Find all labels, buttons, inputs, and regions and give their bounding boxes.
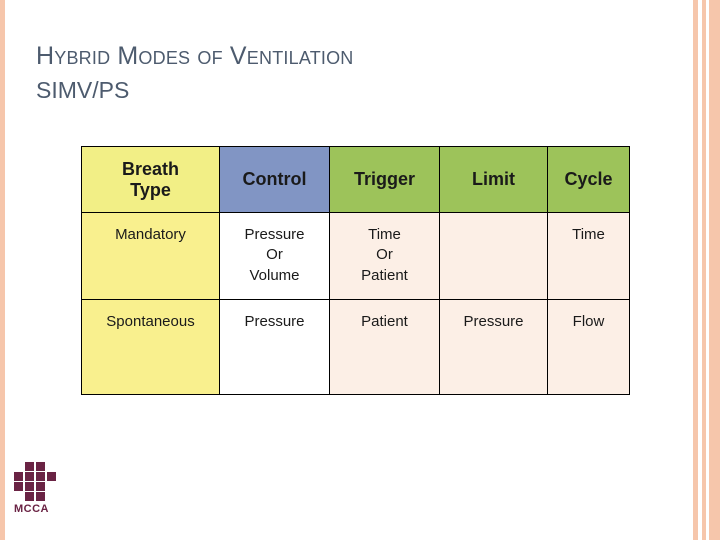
accent-bar-2: [702, 0, 706, 540]
ventilation-modes-table: Breath Type Control Trigger Limit Cycle …: [81, 146, 630, 395]
table-row: Mandatory Pressure Or Volume Time Or Pat…: [81, 212, 630, 300]
page-title: Hybrid Modes of Ventilation: [36, 42, 354, 70]
accent-bar-1: [693, 0, 698, 540]
page-subtitle: SIMV/PS: [36, 76, 130, 103]
trigger-line1: Time: [368, 226, 401, 243]
column-header-limit: Limit: [439, 146, 548, 213]
control-line1: Pressure: [244, 226, 305, 243]
cell-control-spontaneous: Pressure: [219, 299, 330, 395]
trigger-line3: Patient: [361, 266, 408, 284]
table-row: Spontaneous Pressure Patient Pressure Fl…: [81, 299, 630, 395]
cell-control-mandatory: Pressure Or Volume: [219, 212, 330, 300]
logo-squares-icon: [14, 462, 56, 501]
accent-bar-3: [709, 0, 720, 540]
column-header-control: Control: [219, 146, 330, 213]
logo-text: MCCA: [14, 503, 49, 515]
cell-cycle-mandatory: Time: [547, 212, 630, 300]
cell-cycle-spontaneous: Flow: [547, 299, 630, 395]
cell-breath-type-mandatory: Mandatory: [81, 212, 220, 300]
control-line2: Or: [266, 246, 283, 264]
left-accent-bar: [0, 0, 5, 540]
cell-limit-spontaneous: Pressure: [439, 299, 548, 395]
cell-trigger-spontaneous: Patient: [329, 299, 440, 395]
right-accent-bars: [690, 0, 720, 540]
mcca-logo: MCCA: [14, 462, 72, 522]
cell-limit-mandatory: [439, 212, 548, 300]
cell-breath-type-spontaneous: Spontaneous: [81, 299, 220, 395]
column-header-breath-type: Breath Type: [81, 146, 220, 213]
control-line3: Volume: [249, 266, 300, 284]
slide-title-block: Hybrid Modes of Ventilation SIMV/PS: [36, 42, 596, 104]
breath-type-line1: Breath: [121, 158, 179, 179]
breath-type-line2: Type: [130, 179, 171, 200]
table-header-row: Breath Type Control Trigger Limit Cycle: [81, 146, 630, 213]
column-header-trigger: Trigger: [329, 146, 440, 213]
cell-trigger-mandatory: Time Or Patient: [329, 212, 440, 300]
column-header-cycle: Cycle: [547, 146, 630, 213]
trigger-line2: Or: [376, 246, 393, 264]
